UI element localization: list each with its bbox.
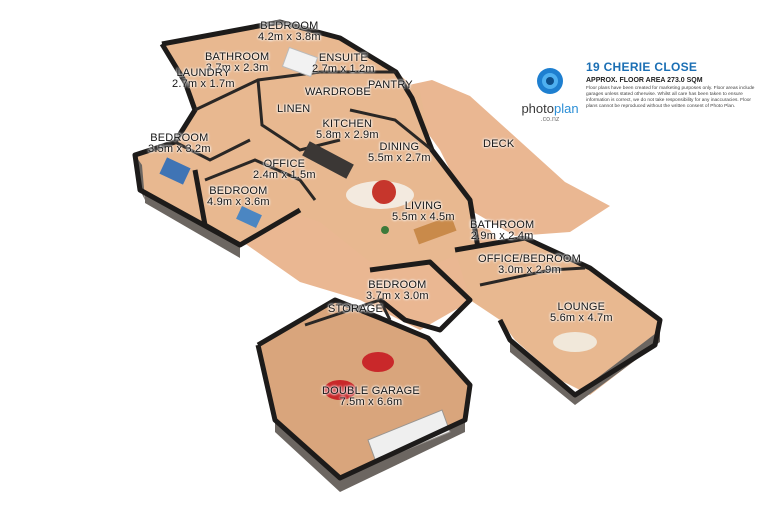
room-size: 5.5m x 2.7m: [368, 152, 431, 164]
lounge-inner-wall: [479, 266, 586, 287]
room-size: 5.6m x 4.7m: [550, 312, 613, 324]
room-name: DINING: [379, 141, 420, 153]
room-label-double-garage: DOUBLE GARAGE 7.5m x 6.6m: [322, 386, 420, 408]
room-name: PANTRY: [368, 79, 413, 91]
bedroom-west-bed: [159, 157, 191, 185]
wall-face-garage-south: [275, 420, 340, 492]
room-label-storage: STORAGE: [328, 304, 383, 315]
room-label-lounge: LOUNGE 5.6m x 4.7m: [550, 302, 613, 324]
brand-name: photoplan: [520, 101, 580, 116]
main-exterior-wall: [161, 19, 481, 249]
garage-wall: [255, 297, 473, 481]
room-label-bedroom-south: BEDROOM 3.7m x 3.0m: [366, 280, 429, 302]
room-label-bedroom-west: BEDROOM 3.5m x 3.2m: [148, 133, 211, 155]
room-size: 3.5m x 3.2m: [148, 143, 211, 155]
room-size: 2.9m x 2.4m: [470, 230, 534, 242]
room-name: BEDROOM: [209, 185, 268, 197]
bedroom-mid-wall: [192, 169, 242, 248]
deck-floor: [395, 80, 610, 236]
room-name: BATHROOM: [205, 51, 270, 63]
room-name: LIVING: [404, 200, 442, 212]
lounge-rug: [553, 332, 597, 352]
room-label-laundry: LAUNDRY 2.7m x 1.7m: [172, 68, 235, 90]
room-name: BEDROOM: [368, 279, 427, 291]
interior-wall-4: [204, 158, 317, 201]
room-label-kitchen: KITCHEN 5.8m x 2.9m: [316, 119, 379, 141]
property-address: 19 CHERIE CLOSE: [586, 60, 698, 74]
room-label-deck: DECK: [483, 139, 514, 150]
room-size: 7.5m x 6.6m: [339, 396, 403, 408]
car-1: [324, 380, 356, 400]
room-label-office-bedroom: OFFICE/BEDROOM 3.0m x 2.9m: [478, 254, 581, 276]
room-name: DOUBLE GARAGE: [322, 385, 420, 397]
room-name: LOUNGE: [557, 301, 606, 313]
room-label-linen: LINEN: [277, 104, 310, 115]
room-size: 3.7m x 2.3m: [205, 62, 269, 74]
room-name: OFFICE/BEDROOM: [478, 253, 582, 265]
room-label-ensuite: ENSUITE 2.7m x 1.2m: [312, 53, 375, 75]
dining-table: [372, 180, 396, 204]
room-size: 2.7m x 1.2m: [312, 63, 375, 75]
room-name: BEDROOM: [150, 132, 209, 144]
room-size: 2.4m x 1.5m: [253, 169, 316, 181]
room-name: DECK: [483, 138, 515, 150]
room-label-wardrobe: WARDROBE: [305, 87, 371, 98]
plant: [381, 226, 389, 234]
interior-wall-3: [174, 138, 251, 162]
room-label-bedroom-mid: BEDROOM 4.9m x 3.6m: [207, 186, 270, 208]
lounge-wing-wall: [454, 235, 663, 398]
room-size: 5.5m x 4.5m: [392, 211, 455, 223]
room-label-bathroom-main: BATHROOM 3.7m x 2.3m: [205, 52, 269, 74]
photoplan-logo: photoplan .co.nz: [520, 66, 580, 123]
interior-wall-5: [349, 108, 433, 152]
room-size: 4.9m x 3.6m: [207, 196, 270, 208]
camera-lens-icon: [537, 68, 563, 94]
room-size: 3.0m x 2.9m: [498, 264, 561, 276]
room-name: ENSUITE: [318, 52, 368, 64]
room-label-dining: DINING 5.5m x 2.7m: [368, 142, 431, 164]
interior-wall-2: [256, 79, 341, 152]
lounge-wing-floor: [455, 238, 660, 395]
room-name: STORAGE: [328, 303, 383, 315]
bedroom-mid-bed: [236, 206, 262, 228]
room-size: 4.2m x 3.8m: [258, 31, 321, 43]
master-bed: [281, 46, 319, 78]
car-2: [362, 352, 394, 372]
living-sofa: [413, 215, 457, 245]
brand-name-part1: photo: [521, 101, 554, 116]
room-size: 3.7m x 3.0m: [366, 290, 429, 302]
room-size: 5.8m x 2.9m: [316, 129, 379, 141]
room-name: BEDROOM: [260, 20, 319, 32]
room-name: WARDROBE: [305, 86, 371, 98]
room-label-bedroom-master: BEDROOM 4.2m x 3.8m: [258, 21, 321, 43]
interior-wall-1: [194, 70, 396, 112]
room-label-pantry: PANTRY: [368, 80, 413, 91]
room-name: LINEN: [277, 103, 311, 115]
room-label-bathroom-east: BATHROOM 2.9m x 2.4m: [470, 220, 534, 242]
south-bedroom-wall: [369, 259, 473, 333]
kitchen-bench: [302, 141, 354, 179]
disclaimer-text: Floor plans have been created for market…: [586, 86, 755, 109]
room-name: OFFICE: [263, 158, 306, 170]
room-label-living: LIVING 5.5m x 4.5m: [392, 201, 455, 223]
room-label-office: OFFICE 2.4m x 1.5m: [253, 159, 316, 181]
room-size: 2.7m x 1.7m: [172, 78, 235, 90]
room-name: BATHROOM: [470, 219, 535, 231]
room-name: KITCHEN: [322, 118, 373, 130]
garage-door: [367, 409, 451, 463]
floor-area: APPROX. FLOOR AREA 273.0 SQM: [586, 77, 703, 84]
room-name: LAUNDRY: [176, 67, 231, 79]
brand-domain: .co.nz: [540, 116, 560, 123]
brand-name-part2: plan: [553, 101, 579, 116]
property-info: 19 CHERIE CLOSE APPROX. FLOOR AREA 273.0…: [586, 60, 761, 110]
